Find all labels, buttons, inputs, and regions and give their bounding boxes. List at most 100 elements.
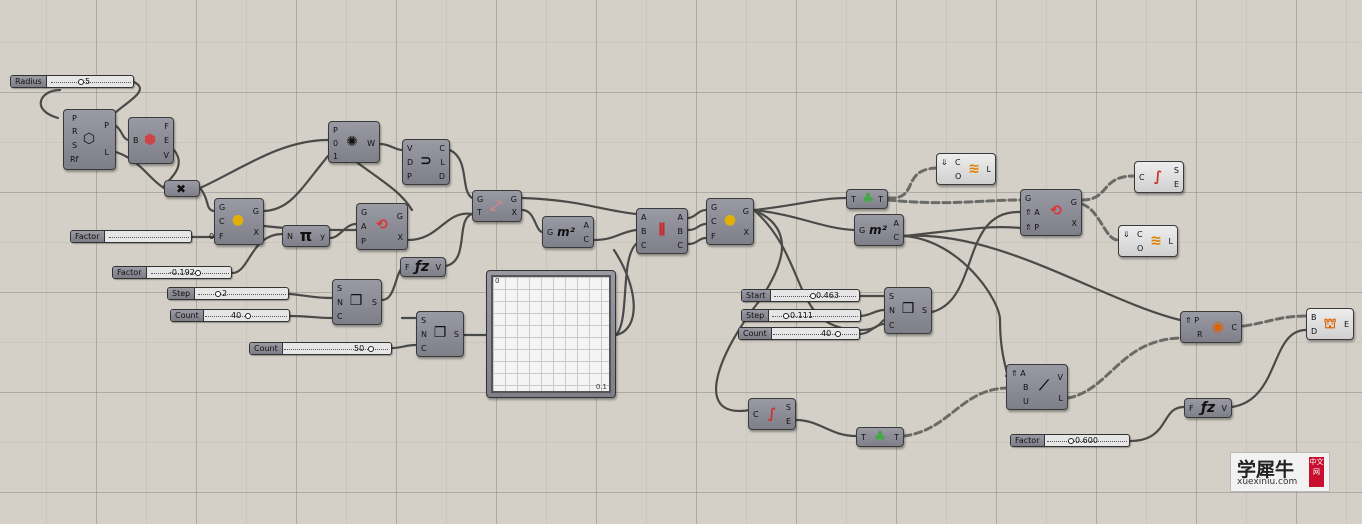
radius-slider[interactable]: Radius 5 xyxy=(10,75,134,88)
tree-icon: ♣ xyxy=(873,429,887,445)
explode-tree-icon: ⫼ xyxy=(658,222,666,238)
count-slider-3[interactable]: Count 40 xyxy=(738,327,860,340)
slider-value: 0.111 xyxy=(790,311,813,320)
rotate-component-1[interactable]: G A P G X ⟲ xyxy=(356,203,408,250)
explode-tree-component[interactable]: A B C A B C ⫼ xyxy=(636,208,688,254)
control-points-icon: ⊃ xyxy=(420,153,432,169)
watermark-logo: 学犀牛 xuexiniu.com 中文网 xyxy=(1230,452,1330,492)
twist-icon: ✺ xyxy=(346,134,358,150)
negate-component[interactable]: ✖ xyxy=(164,180,200,197)
brep-edges-icon: ⬢ xyxy=(143,132,157,148)
hexagon-icon: ⬡ xyxy=(82,131,96,147)
tree-component-2[interactable]: T T ♣ xyxy=(856,427,904,447)
slider-knob[interactable] xyxy=(195,270,201,276)
slider-label: Radius xyxy=(11,76,47,87)
slider-value: 0.463 xyxy=(816,291,839,300)
logo-text: 学犀牛 xyxy=(1237,459,1295,481)
slider-track xyxy=(773,334,857,335)
logo-domain: xuexiniu.com xyxy=(1237,477,1298,487)
series-component-1[interactable]: S N C S ❒ xyxy=(332,279,382,325)
scale-component-2[interactable]: G C F G X ● xyxy=(706,198,754,245)
step-slider-2[interactable]: Step 0.111 xyxy=(741,309,861,322)
slider-track xyxy=(198,294,286,295)
circle-icon: ◉ xyxy=(1211,319,1225,335)
slider-knob[interactable] xyxy=(835,331,841,337)
graph-mapper[interactable]: 0 0.1 xyxy=(486,270,616,398)
series-component-2[interactable]: S N C S ❒ xyxy=(416,311,464,357)
slider-label: Count xyxy=(250,343,283,354)
loft-component-1[interactable]: ⇓ C O L ≋ xyxy=(936,153,996,185)
start-slider[interactable]: Start 0.463 xyxy=(741,289,860,302)
step-slider-1[interactable]: Step 2 xyxy=(167,287,289,300)
count-slider-2[interactable]: Count 50 xyxy=(249,342,392,355)
area-icon: m² xyxy=(869,223,887,237)
boolean-component[interactable]: B D E ⛫ xyxy=(1306,308,1354,340)
rotate-icon: ⟲ xyxy=(376,217,388,233)
slider-track xyxy=(151,273,229,274)
segment-icon: ∫ xyxy=(1153,169,1163,185)
expression-component-2[interactable]: F V ƒz xyxy=(1184,398,1232,418)
count-slider-1[interactable]: Count 40 xyxy=(170,309,290,322)
rotate-icon: ⟲ xyxy=(1050,203,1062,219)
polygon-component[interactable]: P R S Rf P L ⬡ xyxy=(63,109,116,170)
slider-knob[interactable] xyxy=(368,346,374,352)
loft-icon: ≋ xyxy=(1150,233,1162,249)
slider-value: -0.192 xyxy=(169,268,195,277)
pi-component[interactable]: N y π xyxy=(282,225,330,247)
series-component-3[interactable]: S N C S ❒ xyxy=(884,287,932,334)
factor-slider-1[interactable]: Factor 0.727 xyxy=(70,230,239,243)
graph-corner-label: 0 xyxy=(495,277,500,285)
slider-label: Step xyxy=(742,310,770,321)
slider-label: Count xyxy=(171,310,204,321)
expression-icon: ƒz xyxy=(1200,400,1216,416)
slider-label: Start xyxy=(742,290,771,301)
slider-track xyxy=(51,82,131,83)
slider-value: 40 xyxy=(231,311,242,320)
loft-component-2[interactable]: ⇓ C O L ≋ xyxy=(1118,225,1178,257)
slider-knob[interactable] xyxy=(810,293,816,299)
slider-knob[interactable] xyxy=(78,79,84,85)
series-icon: ❒ xyxy=(901,301,915,317)
brep-edges-component[interactable]: B F E V ⬢ xyxy=(128,117,174,164)
factor-slider-3[interactable]: Factor 0.600 xyxy=(1010,434,1130,447)
slider-knob[interactable] xyxy=(245,313,251,319)
logo-badge: 中文网 xyxy=(1309,457,1324,487)
slider-value: 5 xyxy=(85,77,91,86)
x-icon: ✖ xyxy=(175,182,187,196)
twist-component[interactable]: P 0 1 W ✺ xyxy=(328,121,380,163)
bezier-component[interactable]: ⇑ A B U V L ⟋ xyxy=(1006,364,1068,410)
slider-value: 40 xyxy=(821,329,832,338)
slider-label: Step xyxy=(168,288,196,299)
slider-value: 0.600 xyxy=(1075,436,1098,445)
slider-track xyxy=(772,316,858,317)
slider-track xyxy=(109,237,189,238)
move-icon: ⤢ xyxy=(490,198,502,214)
tree-component-1[interactable]: T T ♣ xyxy=(846,189,888,209)
slider-knob[interactable] xyxy=(215,291,221,297)
slider-knob[interactable] xyxy=(783,313,789,319)
graph-corner-label: 0.1 xyxy=(595,383,607,391)
slider-value: 50 xyxy=(354,344,365,353)
slider-track xyxy=(1047,441,1127,442)
tree-icon: ♣ xyxy=(861,191,875,207)
segment-icon: ∫ xyxy=(767,406,777,422)
control-points-component[interactable]: V D P C L D ⊃ xyxy=(402,139,450,185)
scale-component-1[interactable]: G C F G X ● xyxy=(214,198,264,245)
rotate-component-2[interactable]: G ⇑ A ⇑ P G X ⟲ xyxy=(1020,189,1082,236)
area-component-1[interactable]: G A C m² xyxy=(542,216,594,248)
factor-slider-2[interactable]: Factor -0.192 xyxy=(112,266,232,279)
circle-component[interactable]: ⇑ P R C ◉ xyxy=(1180,311,1242,343)
slider-label: Count xyxy=(739,328,772,339)
slider-knob[interactable] xyxy=(1068,438,1074,444)
slider-label: Factor xyxy=(1011,435,1045,446)
expression-component-1[interactable]: F V ƒz xyxy=(400,257,446,277)
area-component-2[interactable]: G A C m² xyxy=(854,214,904,246)
segment-component-2[interactable]: C S E ∫ xyxy=(748,398,796,430)
loft-icon: ≋ xyxy=(968,161,980,177)
move-component[interactable]: G T G X ⤢ xyxy=(472,190,522,222)
slider-value: 2 xyxy=(222,289,228,298)
segment-component-1[interactable]: C S E ∫ xyxy=(1134,161,1184,193)
boolean-icon: ⛫ xyxy=(1323,316,1337,332)
scale-icon: ● xyxy=(231,212,245,228)
